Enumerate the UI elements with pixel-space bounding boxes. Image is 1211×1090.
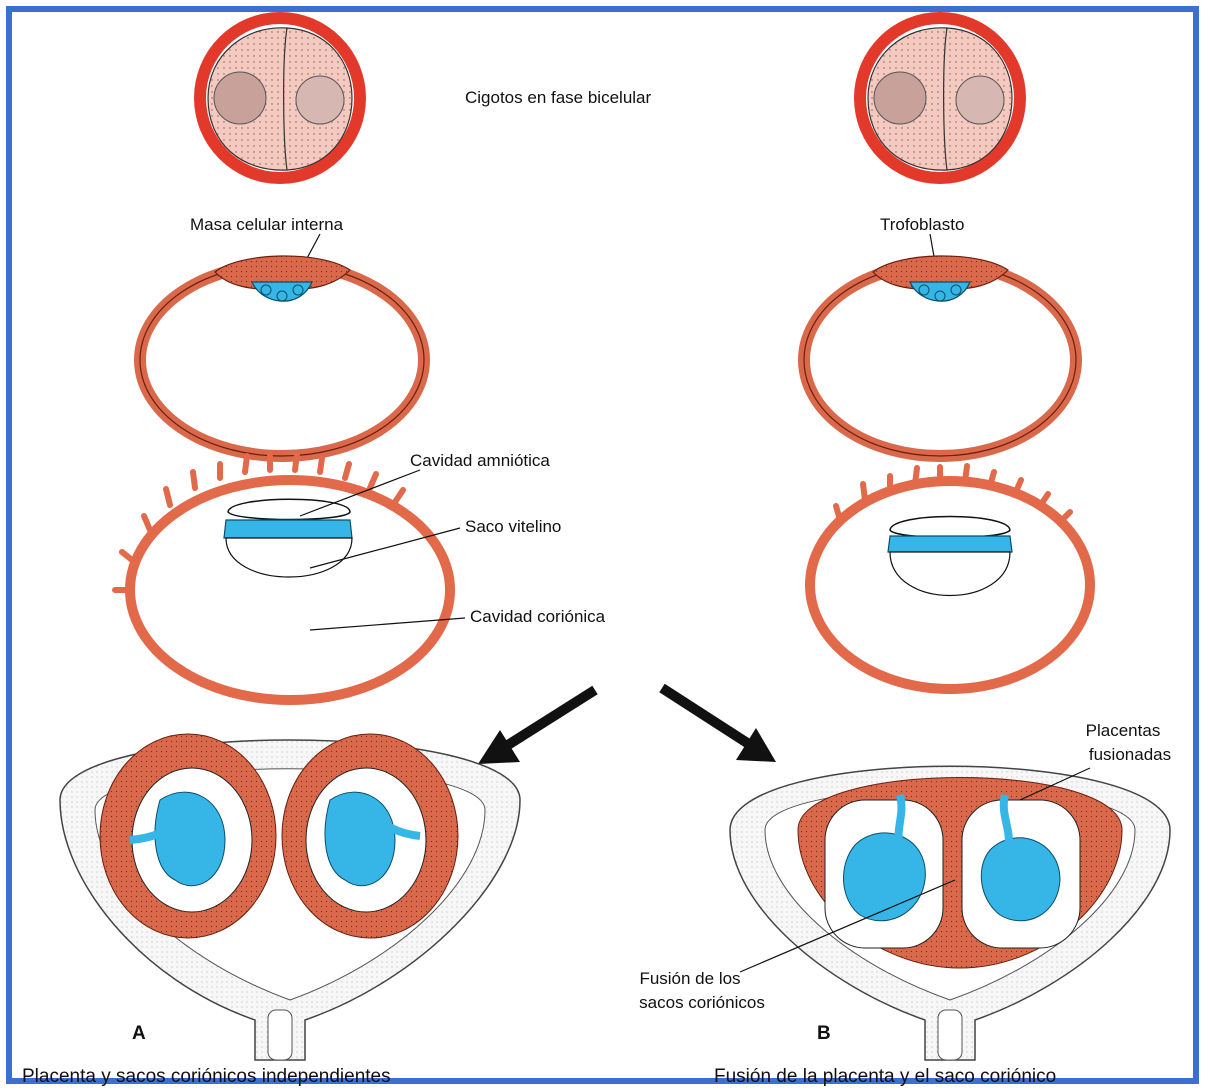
label-placentas-l1: Placentas — [1086, 721, 1161, 740]
zygote-left — [194, 12, 366, 184]
label-masa-celular-interna: Masa celular interna — [190, 215, 344, 234]
placenta-left-a — [100, 734, 276, 938]
label-cavidad-corionica: Cavidad coriónica — [470, 607, 606, 626]
label-placentas-l2: fusionadas — [1089, 745, 1171, 764]
label-fusion-l1: Fusión de los — [639, 969, 740, 988]
caption-b: Fusión de la placenta y el saco coriónic… — [714, 1066, 1056, 1087]
chorionic-sac-left — [115, 454, 450, 700]
placenta-left-b — [282, 734, 458, 938]
chorionic-sac-right — [810, 466, 1090, 689]
blastocyst-left — [140, 256, 424, 456]
blastocyst-right — [804, 256, 1076, 456]
label-fusion-l2: sacos coriónicos — [639, 993, 765, 1012]
label-saco-vitelino: Saco vitelino — [465, 517, 561, 536]
label-letter-a: A — [132, 1023, 146, 1044]
zygote-right — [854, 12, 1026, 184]
arrow-right — [662, 688, 776, 762]
arrow-left — [478, 690, 595, 764]
caption-a: Placenta y sacos coriónicos independient… — [22, 1066, 391, 1087]
label-trofoblasto: Trofoblasto — [880, 215, 964, 234]
label-letter-b: B — [817, 1023, 831, 1044]
label-cavidad-amniotica: Cavidad amniótica — [410, 451, 550, 470]
label-cigotos: Cigotos en fase bicelular — [465, 88, 652, 107]
